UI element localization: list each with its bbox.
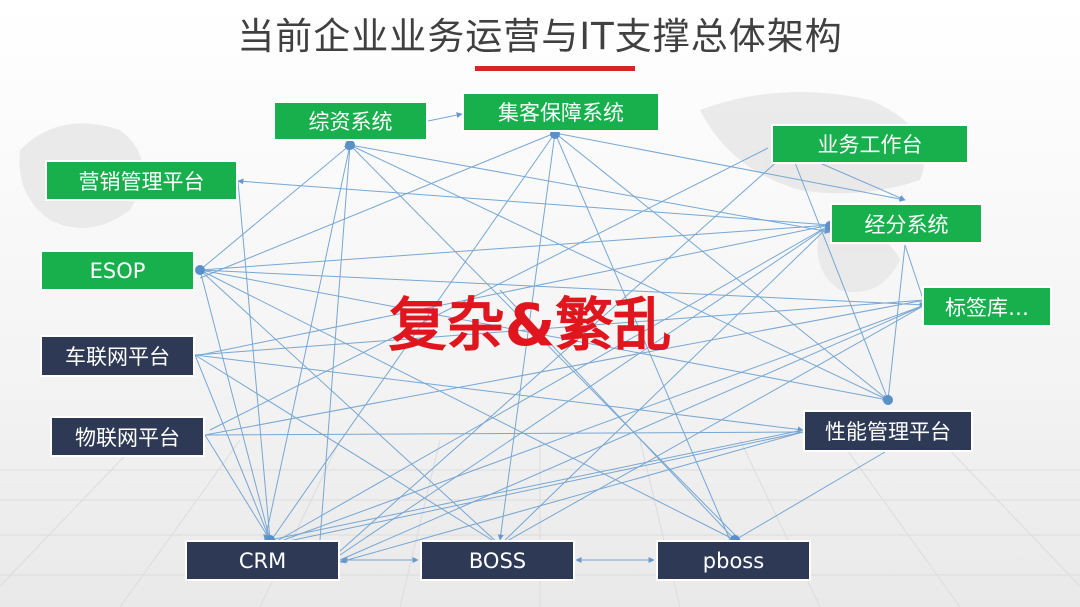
- node-jike-support-system: 集客保障系统: [462, 92, 660, 132]
- center-complexity-label: 复杂&繁乱: [388, 291, 672, 359]
- node-esop: ESOP: [40, 250, 195, 291]
- node-crm: CRM: [185, 540, 340, 581]
- node-pboss: pboss: [656, 540, 811, 581]
- node-boss: BOSS: [420, 540, 575, 581]
- node-zongzi-system: 综资系统: [273, 101, 428, 141]
- page-title: 当前企业业务运营与IT支撑总体架构: [237, 15, 843, 58]
- title-underline: [475, 66, 635, 71]
- node-business-workbench: 业务工作台: [771, 124, 969, 164]
- node-marketing-platform: 营销管理平台: [45, 160, 238, 201]
- node-iot-platform: 物联网平台: [50, 416, 205, 457]
- node-tag-library: 标签库…: [922, 286, 1052, 327]
- node-jingfen-system: 经分系统: [830, 203, 983, 244]
- node-vehicle-network-platform: 车联网平台: [40, 335, 195, 377]
- node-performance-platform: 性能管理平台: [803, 410, 973, 452]
